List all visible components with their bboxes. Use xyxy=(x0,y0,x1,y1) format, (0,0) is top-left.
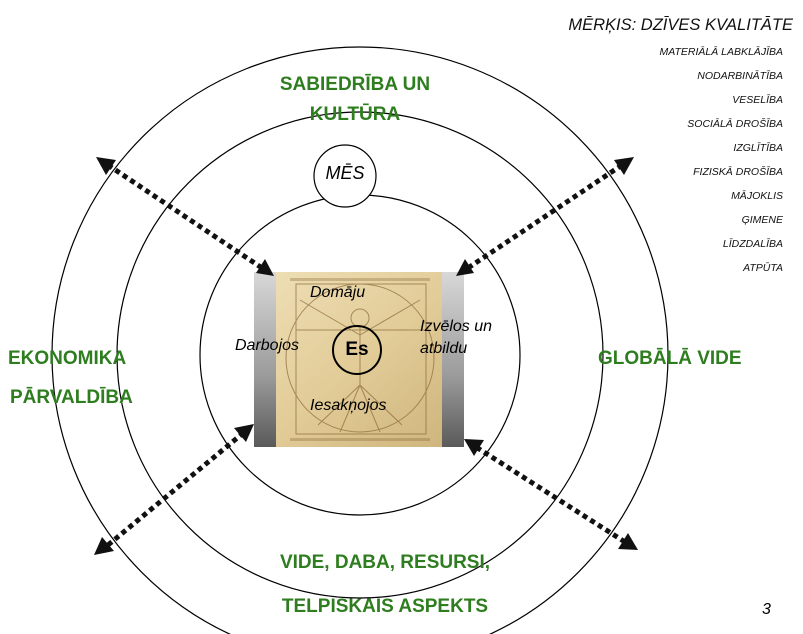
arrow-top-right xyxy=(466,162,624,271)
root-label: Iesakņojos xyxy=(310,397,387,414)
think-label: Domāju xyxy=(310,284,366,301)
arrowhead-br-outer xyxy=(618,533,638,550)
goal-item: ĢIMENE xyxy=(741,214,783,226)
arrowhead-tr-inner xyxy=(456,259,474,276)
choose-label-line1: Izvēlos un xyxy=(420,318,493,335)
we-label: MĒS xyxy=(325,163,365,183)
act-label: Darbojos xyxy=(235,337,300,354)
arrowhead-tl-outer xyxy=(96,157,116,175)
arrowhead-bl-inner xyxy=(234,424,254,442)
page-number: 3 xyxy=(762,601,771,618)
sphere-environment-line1: VIDE, DABA, RESURSI, xyxy=(279,552,491,573)
sphere-economy: EKONOMIKA xyxy=(8,348,127,369)
outer-circle xyxy=(51,46,669,634)
goal-item: IZGLĪTĪBA xyxy=(733,142,783,154)
arrowhead-br-inner xyxy=(464,439,484,456)
vitruvian-man-image xyxy=(254,272,464,447)
arrow-top-left xyxy=(106,162,264,271)
sphere-governance: PĀRVALDĪBA xyxy=(10,387,133,408)
goal-item: VESELĪBA xyxy=(732,94,783,106)
sphere-society-line2: KULTŪRA xyxy=(309,104,401,125)
sphere-environment-line2: TELPISKAIS ASPEKTS xyxy=(281,596,489,617)
arrow-bottom-left xyxy=(106,432,244,547)
sphere-society-line1: SABIEDRĪBA UN xyxy=(279,74,431,95)
goal-item: SOCIĀLĀ DROŠĪBA xyxy=(687,118,783,130)
goal-item: FIZISKĀ DROŠĪBA xyxy=(693,166,783,178)
we-circle xyxy=(313,144,377,208)
goal-item: MATERIĀLĀ LABKLĀJĪBA xyxy=(659,46,783,58)
me-label: Es xyxy=(345,339,369,360)
me-circle xyxy=(332,325,382,375)
arrowhead-tl-inner xyxy=(256,259,274,276)
goal-item: ATPŪTA xyxy=(743,262,783,274)
choose-label-line2: atbildu xyxy=(420,340,468,357)
middle-circle xyxy=(116,111,604,599)
goal-item: LĪDZDALĪBA xyxy=(722,238,783,250)
goal-item: MĀJOKLIS xyxy=(731,190,783,202)
sphere-global-environment: GLOBĀLĀ VIDE xyxy=(598,348,742,369)
goal-item: NODARBINĀTĪBA xyxy=(697,70,783,82)
arrowhead-tr-outer xyxy=(614,157,634,175)
goal-title: MĒRĶIS: DZĪVES KVALITĀTE xyxy=(568,16,793,34)
arrow-bottom-right xyxy=(474,444,627,545)
arrowhead-bl-outer xyxy=(94,537,114,555)
